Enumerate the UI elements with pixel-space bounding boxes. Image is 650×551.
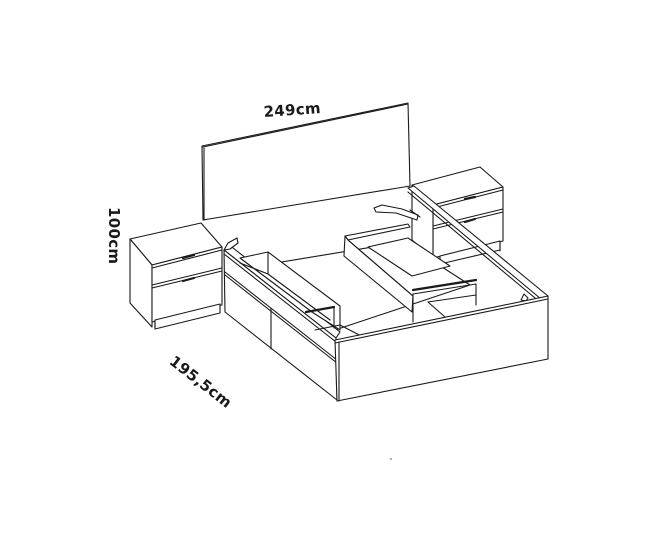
drawer-handle-icon [463, 217, 477, 224]
left-nightstand [129, 222, 223, 330]
headboard-bracket-left [223, 237, 239, 251]
drawer-handle-icon [463, 195, 477, 201]
footboard [334, 295, 549, 402]
central-storage-compartment [343, 223, 478, 323]
drawer-handle-icon [181, 253, 196, 260]
headboard [201, 102, 411, 221]
headboard-bracket-right [373, 204, 419, 221]
dimension-height-label: 100cm [105, 207, 123, 265]
drawer-handle-icon [181, 276, 196, 283]
speck-mark [390, 458, 392, 460]
left-storage-compartment [239, 251, 366, 339]
